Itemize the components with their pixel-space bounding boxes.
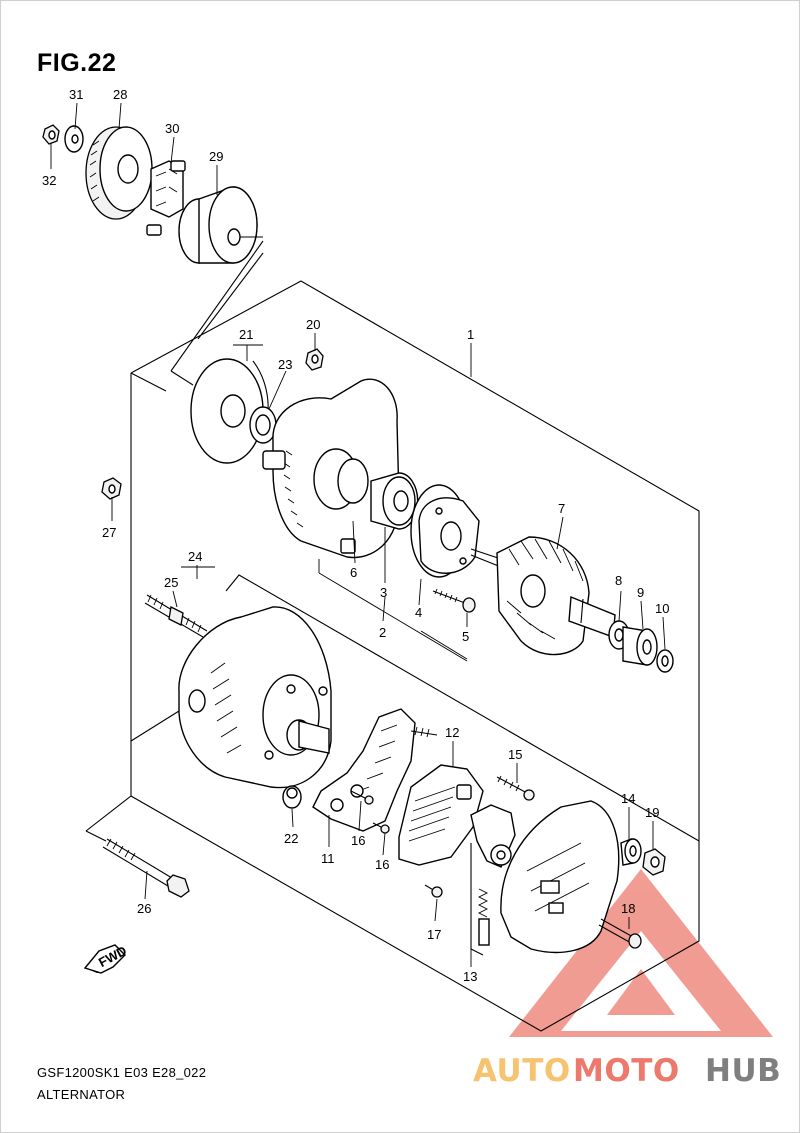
callout-21: 21 [239,327,253,342]
rear-cover [500,800,620,954]
leader-lines [50,102,666,967]
through-bolt-26 [102,838,190,898]
insulator-14 [620,838,642,866]
callout-2: 2 [379,625,386,640]
callout-16a: 16 [351,833,365,848]
callout-6: 6 [350,565,357,580]
screw-17 [424,884,443,898]
callout-25: 25 [164,575,178,590]
callout-15: 15 [508,747,522,762]
bearing-9 [622,626,658,666]
regulator-12 [398,764,484,866]
callout-23: 23 [278,357,292,372]
callout-18: 18 [621,901,635,916]
callout-1: 1 [467,327,474,342]
rectifier-11 [312,708,438,832]
callout-20: 20 [306,317,320,332]
brush-holder-13 [470,804,516,956]
nut-19 [642,848,666,876]
figure-title: FIG.22 [37,49,117,77]
callout-16b: 16 [375,857,389,872]
nut-32 [42,124,60,145]
seal-plate-21 [190,358,269,464]
washer-31 [64,125,84,153]
retainer-plate-4 [410,484,480,578]
ring-10 [656,649,674,673]
callout-11: 11 [321,851,335,866]
watermark-moto: MOTO [573,1053,680,1089]
footer-code: GSF1200SK1 E03 E28_022 [37,1065,207,1080]
screw-5 [432,588,476,613]
screw-15 [496,775,535,801]
callout-14: 14 [621,791,635,806]
callout-labels: 31 28 30 29 32 20 1 21 23 27 7 6 3 8 9 1… [42,87,669,984]
callout-5: 5 [462,629,469,644]
shaft-connector-lines [170,240,264,386]
front-housing [262,378,400,559]
rear-housing [178,606,332,789]
pulley-cover-29 [178,186,263,264]
callout-32: 32 [42,173,56,188]
callout-26: 26 [137,901,151,916]
watermark-auto: AUTO [473,1053,571,1089]
collar-22 [282,785,302,809]
callout-13: 13 [463,969,477,984]
screw-16a [350,790,374,805]
rotor-7 [470,536,616,656]
callout-4: 4 [415,605,422,620]
fwd-arrow-icon: FWD [83,943,129,974]
callout-28: 28 [113,87,127,102]
callout-7: 7 [558,501,565,516]
drive-gear-28 [85,126,153,220]
bearing-3 [370,472,419,530]
footer-name: ALTERNATOR [37,1087,126,1102]
callout-27: 27 [102,525,116,540]
screw-16b [372,822,390,834]
damper-30 [146,160,186,236]
callout-3: 3 [380,585,387,600]
callout-24: 24 [188,549,202,564]
callout-12: 12 [445,725,459,740]
callout-8: 8 [615,573,622,588]
watermark-hub: HUB [705,1053,782,1089]
callout-29: 29 [209,149,223,164]
watermark-logo [509,869,773,1037]
callout-30: 30 [165,121,179,136]
callout-10: 10 [655,601,669,616]
callout-31: 31 [69,87,83,102]
spacer-23 [249,406,277,444]
callout-9: 9 [637,585,644,600]
callout-19: 19 [645,805,659,820]
callout-17: 17 [427,927,441,942]
nut-20 [305,348,324,371]
bolt-18 [598,918,642,949]
stud-bolt-25 [144,594,208,638]
callout-22: 22 [284,831,298,846]
nut-27 [101,477,122,500]
